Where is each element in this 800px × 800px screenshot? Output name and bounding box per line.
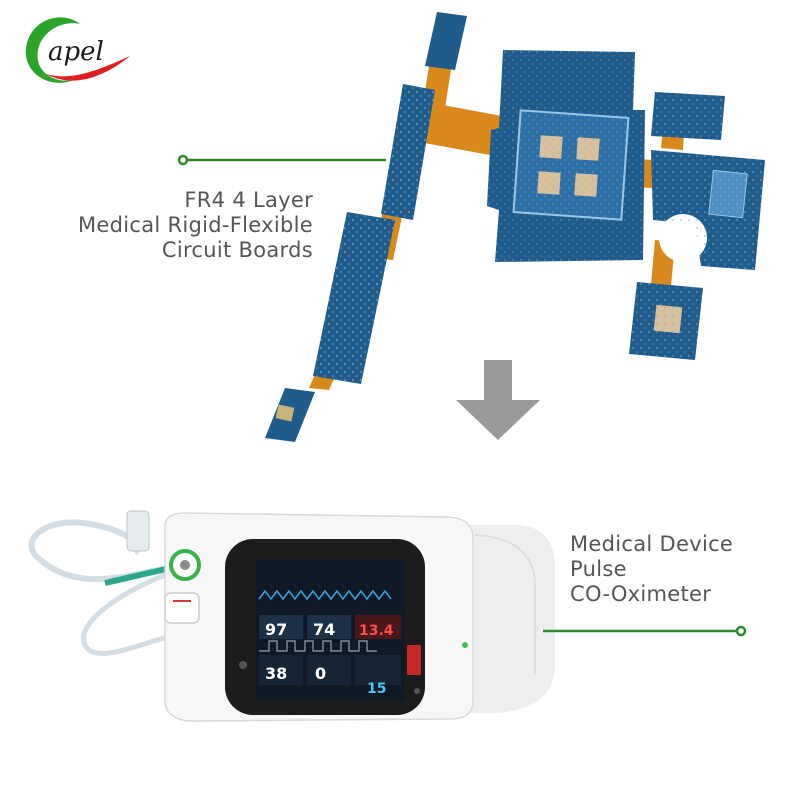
waveform-bars (259, 640, 377, 652)
leader-dot-icon (735, 625, 747, 637)
logo-green-swoosh (25, 17, 80, 83)
pcb-label-line-1: FR4 4 Layer (184, 188, 313, 212)
leader-dot-icon (177, 154, 189, 166)
oxygen-tubing (28, 519, 176, 583)
tube-connector (126, 510, 150, 552)
reading-spco: 0 (315, 664, 326, 683)
device-label-line-2: Pulse (570, 557, 627, 581)
tube-clip (164, 592, 200, 624)
pcb-illustration (265, 12, 765, 442)
pcb-label-line-2: Medical Rigid-Flexible (77, 213, 313, 237)
pcb-leader-line (177, 154, 386, 166)
pcb-cutout (659, 214, 707, 262)
pcb-label-line-3: Circuit Boards (161, 238, 313, 262)
logo-badge (407, 645, 421, 675)
device-leader-line (543, 625, 747, 637)
reading-spo2: 97 (265, 620, 287, 639)
co-oximeter-device: 97 74 13.4 38 0 15 (28, 510, 555, 722)
logo-text: apel (48, 37, 104, 67)
pcb-strip-top (425, 12, 467, 70)
device-label-line-1: Medical Device (570, 532, 734, 556)
reading-pr: 74 (313, 620, 335, 639)
pcb-callout-label: FR4 4 Layer Medical Rigid-Flexible Circu… (78, 188, 313, 263)
device-label-line-3: CO-Oximeter (570, 582, 712, 606)
pcb-pad (275, 404, 295, 422)
waveform-pleth (258, 589, 392, 601)
reading-spoc: 15 (367, 681, 386, 697)
reading-sphb: 13.4 (359, 623, 394, 639)
company-logo: apel (25, 17, 130, 83)
power-indicator (462, 642, 468, 648)
alarm-tile (355, 615, 401, 639)
arrow-down-icon (456, 360, 540, 440)
logo-red-swoosh (46, 56, 130, 81)
reading-pvi: 38 (265, 664, 287, 683)
device-callout-label: Medical Device Pulse CO-Oximeter (570, 532, 733, 607)
